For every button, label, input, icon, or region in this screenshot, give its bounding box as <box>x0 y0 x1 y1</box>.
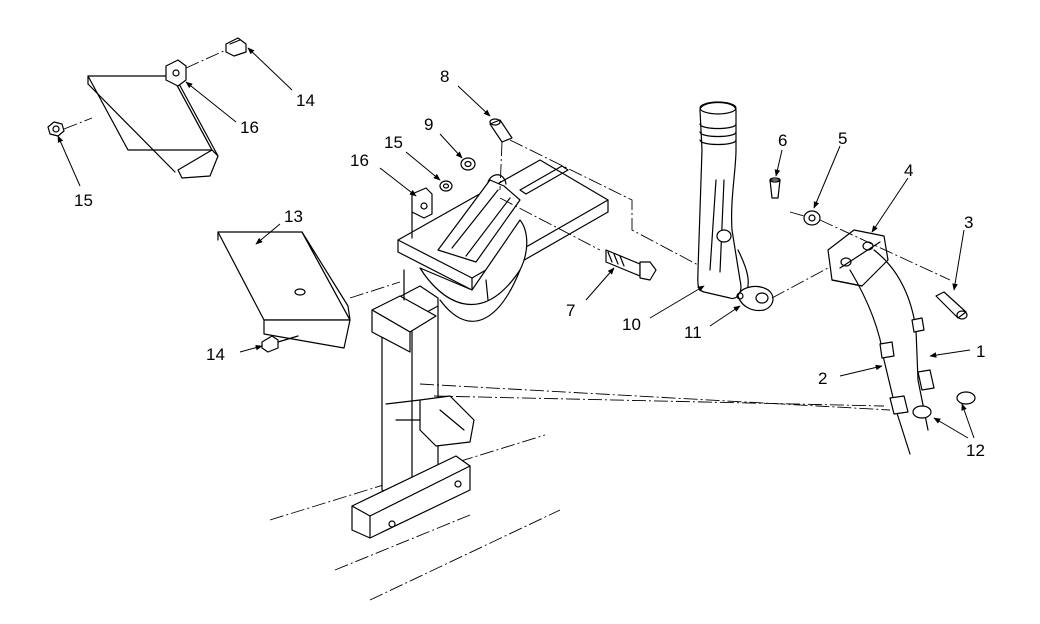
callout-5: 5 <box>838 129 847 148</box>
pin-part-8 <box>489 118 701 267</box>
callout-10: 10 <box>622 315 641 334</box>
clip-part-16-top <box>165 49 227 87</box>
cable-route-line <box>419 383 891 411</box>
callout-14-bottom: 14 <box>206 345 225 364</box>
callout-4: 4 <box>904 161 913 180</box>
bolt-part-7 <box>499 197 657 281</box>
clip-part-16-mid <box>411 187 433 239</box>
callout-13: 13 <box>284 207 303 226</box>
nut-part-15-mid <box>439 180 453 192</box>
main-bracket-assembly <box>351 159 609 539</box>
hex-nut-part-15-left <box>47 117 93 137</box>
callout-8: 8 <box>440 67 449 86</box>
callout-15-mid: 15 <box>384 133 403 152</box>
callout-1: 1 <box>976 342 985 361</box>
screw-part-14-top <box>225 37 247 57</box>
callout-16-mid: 16 <box>350 151 369 170</box>
callout-6: 6 <box>778 131 787 150</box>
callout-labels: 1 2 3 4 5 6 7 8 9 10 11 12 13 14 14 15 1… <box>74 67 985 460</box>
screw-part-6 <box>769 177 781 199</box>
callout-3: 3 <box>964 213 973 232</box>
callout-14-top: 14 <box>296 91 315 110</box>
cable-part-1 <box>873 249 935 431</box>
callout-12: 12 <box>966 441 985 460</box>
upper-angle-bracket <box>87 75 219 179</box>
cable-part-2 <box>849 269 911 455</box>
handle-part-10 <box>697 101 749 300</box>
washer-part-5 <box>789 210 821 226</box>
pin-part-3 <box>935 291 968 320</box>
washer-part-9 <box>460 157 476 171</box>
callout-16-top: 16 <box>240 118 259 137</box>
callout-2: 2 <box>818 369 827 388</box>
callout-7: 7 <box>566 301 575 320</box>
callout-9: 9 <box>424 115 433 134</box>
callout-11: 11 <box>684 323 702 342</box>
callout-15-left: 15 <box>74 191 93 210</box>
mount-plate-part-4 <box>771 219 951 299</box>
link-part-11 <box>736 285 774 312</box>
leader-lines <box>57 47 975 439</box>
lower-angle-bracket-part-13 <box>217 231 351 349</box>
